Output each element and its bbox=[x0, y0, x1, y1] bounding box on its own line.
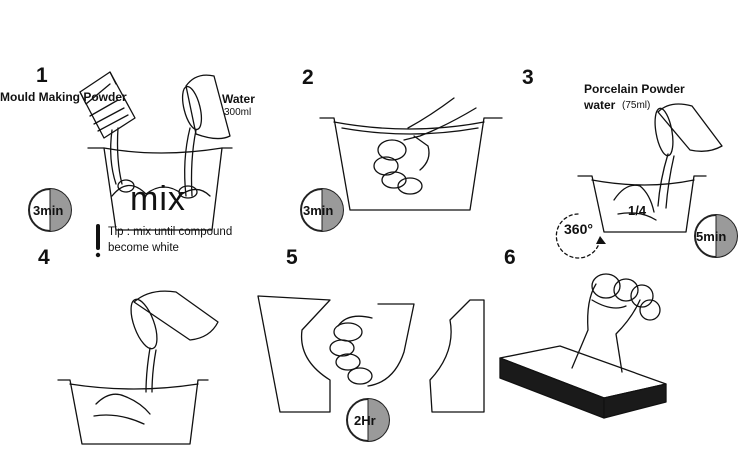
step2-bowl bbox=[320, 118, 502, 210]
step6-number: 6 bbox=[504, 246, 516, 269]
porcelain-cup-icon bbox=[652, 104, 722, 157]
step4-illustration bbox=[58, 291, 218, 444]
mould-powder-label: Mould Making Powder bbox=[0, 90, 127, 104]
porcelain-water-amount: (75ml) bbox=[622, 100, 651, 111]
step1-number: 1 bbox=[36, 64, 48, 87]
mix-label: mix bbox=[130, 180, 186, 218]
powder-bag-icon bbox=[80, 72, 135, 138]
step1-bowl bbox=[88, 148, 232, 230]
mould-right-half bbox=[430, 300, 484, 412]
display-base-icon bbox=[500, 346, 666, 418]
tip-line-1: Tip : mix until compound bbox=[108, 226, 233, 238]
water-label: Water bbox=[222, 92, 255, 106]
step1-timer-icon bbox=[29, 189, 71, 231]
measuring-cup-icon bbox=[179, 75, 230, 138]
tip-exclamation-icon bbox=[95, 226, 101, 258]
fist-icon bbox=[374, 136, 429, 194]
step3-illustration bbox=[556, 104, 722, 258]
rotate-arrow-icon bbox=[556, 214, 600, 258]
fraction-label: 1/4 bbox=[628, 203, 647, 218]
step3-timer-label: 5min bbox=[696, 229, 727, 244]
rotation-label: 360° bbox=[564, 221, 593, 237]
step2-number: 2 bbox=[302, 66, 314, 89]
mould-left-half bbox=[258, 296, 330, 412]
step1-illustration bbox=[80, 72, 232, 230]
finished-fist-icon bbox=[572, 274, 660, 372]
pour-cup-icon bbox=[126, 291, 218, 352]
porcelain-water-label: water bbox=[584, 98, 616, 112]
step3-number: 3 bbox=[522, 66, 534, 89]
step2-timer-label: 3min bbox=[303, 203, 334, 218]
step4-number: 4 bbox=[38, 246, 50, 269]
step5-illustration bbox=[258, 296, 484, 412]
step2-timer-icon bbox=[301, 189, 343, 231]
step4-bowl bbox=[58, 380, 208, 444]
step5-number: 5 bbox=[286, 246, 298, 269]
step6-illustration bbox=[500, 274, 666, 418]
porcelain-powder-label: Porcelain Powder bbox=[584, 82, 685, 96]
step2-illustration bbox=[320, 98, 502, 210]
step3-bowl bbox=[578, 176, 706, 232]
hand-cast-icon bbox=[330, 304, 414, 386]
step1-timer-label: 3min bbox=[33, 203, 64, 218]
step5-timer-label: 2Hr bbox=[354, 413, 376, 428]
step3-timer-icon bbox=[695, 215, 737, 257]
step5-timer-icon bbox=[347, 399, 389, 441]
tip-line-2: become white bbox=[108, 242, 179, 254]
water-amount-label: 300ml bbox=[224, 107, 252, 118]
